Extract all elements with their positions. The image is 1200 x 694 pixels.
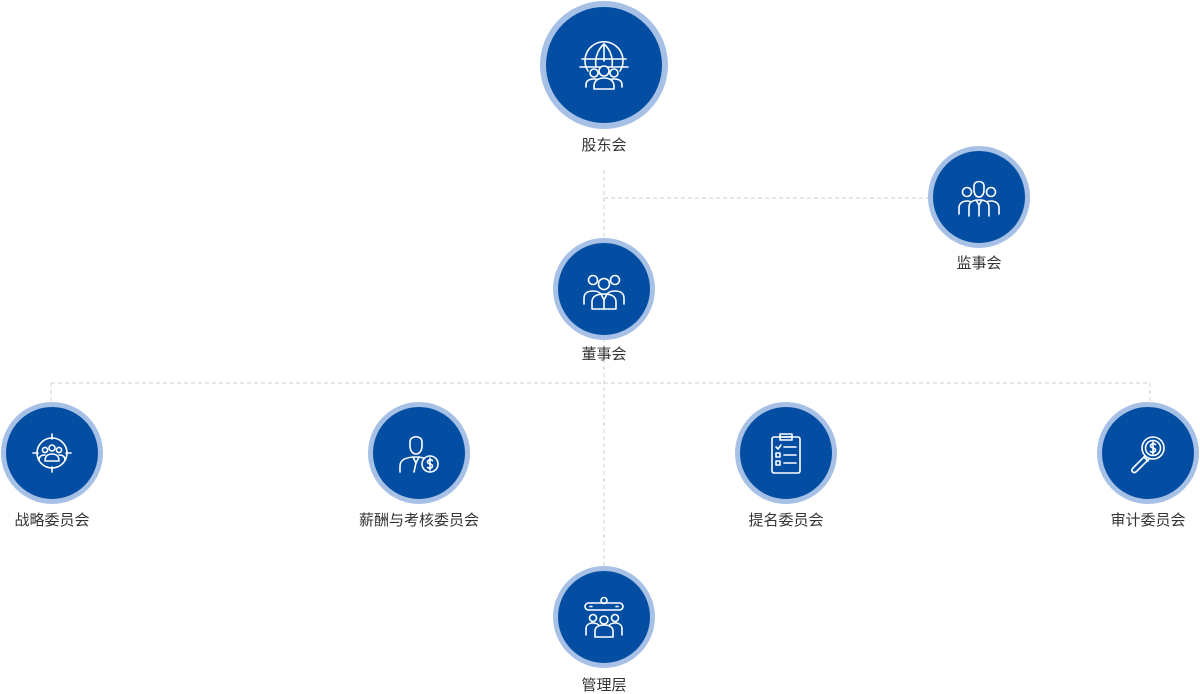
shareholders-label: 股东会	[581, 136, 627, 154]
target-people-icon	[32, 433, 72, 473]
magnifier-dollar-icon	[1131, 436, 1165, 474]
clipboard-checklist-icon	[771, 433, 801, 474]
compensation-label: 薪酬与考核委员会	[358, 511, 479, 529]
audit-node[interactable]	[1097, 402, 1199, 504]
audit-label: 审计委员会	[1110, 511, 1186, 529]
people-group-icon	[958, 180, 1000, 217]
strategy-node[interactable]	[1, 402, 103, 504]
compensation-node[interactable]	[368, 402, 470, 504]
strategy-label: 战略委员会	[14, 511, 90, 529]
supervisory-label: 监事会	[956, 254, 1002, 272]
team-icon	[583, 274, 625, 310]
nomination-node[interactable]	[735, 402, 837, 504]
supervisory-node[interactable]	[928, 146, 1030, 248]
board-node[interactable]	[553, 238, 655, 340]
management-node[interactable]	[553, 566, 655, 668]
person-money-icon	[399, 435, 439, 473]
shareholders-node[interactable]	[540, 1, 668, 129]
board-label: 董事会	[581, 345, 627, 363]
nomination-label: 提名委员会	[748, 511, 824, 529]
globe-people-icon	[579, 41, 629, 90]
management-team-icon	[584, 596, 624, 638]
management-label: 管理层	[581, 676, 627, 694]
